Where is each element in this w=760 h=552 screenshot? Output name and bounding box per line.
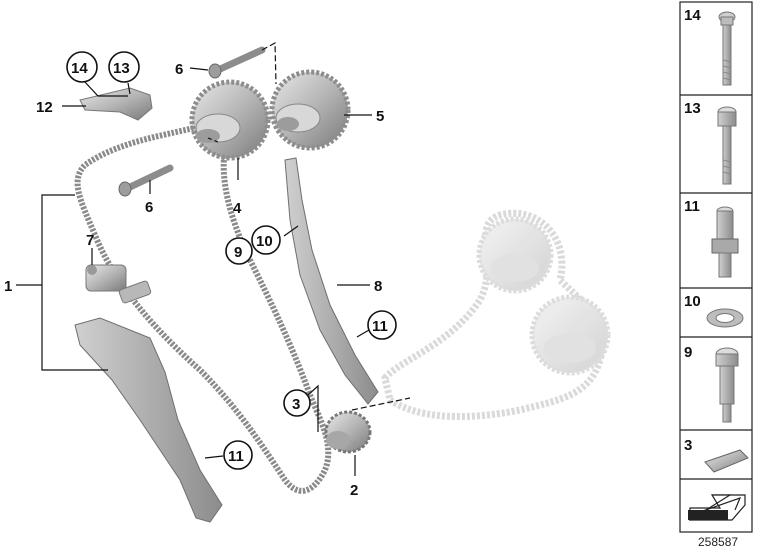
guide-pin-icon — [715, 347, 739, 423]
lower-faint-sprocket — [529, 294, 611, 376]
callout-6-lower: 6 — [145, 199, 153, 216]
callout-labels: 1 2 3 4 5 6 6 7 8 9 10 11 11 12 13 14 — [4, 51, 397, 499]
stud-nut-icon — [711, 206, 739, 278]
callout-3-circle — [283, 389, 311, 417]
diagram-id: 258587 — [698, 535, 738, 549]
callout-11-right-circle — [367, 310, 397, 340]
guide-rail — [284, 157, 379, 405]
legend-item-11: 11 — [684, 198, 739, 278]
bolt-lower — [118, 164, 174, 197]
exhaust-sprocket — [269, 69, 351, 151]
callout-11-lower: 11 — [228, 448, 244, 465]
leader-lines — [16, 42, 411, 476]
callout-2: 2 — [350, 482, 358, 499]
callout-14: 14 — [71, 60, 88, 77]
legend-item-14: 14 — [684, 7, 736, 86]
legend-item-9: 9 — [684, 344, 739, 423]
callout-4: 4 — [233, 200, 242, 217]
legend-item-10: 10 — [684, 293, 744, 328]
callout-12: 12 — [36, 99, 53, 116]
callout-11-lower-circle — [223, 440, 253, 470]
callout-13-circle — [108, 51, 140, 83]
callout-3: 3 — [292, 396, 300, 413]
timing-chain — [74, 121, 332, 494]
background-timing-assembly — [381, 209, 611, 421]
callout-9: 9 — [234, 244, 242, 261]
callout-7: 7 — [86, 232, 94, 249]
legend-label-3: 3 — [684, 437, 692, 454]
callout-9-circle — [225, 237, 253, 265]
tensioning-rail — [74, 317, 223, 523]
callout-8: 8 — [374, 278, 382, 295]
crankshaft-sprocket — [324, 410, 372, 454]
legend-label-13: 13 — [684, 100, 701, 117]
bolt-upper — [208, 46, 266, 79]
legend-label-9: 9 — [684, 344, 692, 361]
upper-faint-sprocket — [476, 216, 554, 294]
legend-label-14: 14 — [684, 7, 701, 24]
legend-item-13: 13 — [684, 100, 737, 185]
callout-10: 10 — [256, 233, 273, 250]
oil-spray-nozzle — [79, 87, 153, 121]
washer-icon — [706, 308, 744, 328]
legend-item-arrow — [688, 494, 746, 522]
shim-icon — [704, 449, 749, 473]
callout-6-upper: 6 — [175, 61, 183, 78]
arrow-icon — [688, 494, 746, 522]
callout-1: 1 — [4, 278, 12, 295]
callout-11-right: 11 — [372, 318, 388, 335]
callout-14-circle — [66, 51, 98, 83]
callout-13: 13 — [113, 60, 130, 77]
legend-label-10: 10 — [684, 293, 701, 310]
long-bolt-icon — [718, 11, 736, 86]
legend-item-3: 3 — [684, 437, 749, 473]
callout-10-circle — [251, 225, 281, 255]
socket-bolt-icon — [717, 106, 737, 185]
intake-sprocket — [189, 79, 271, 161]
parts-legend: 14 13 11 — [679, 1, 753, 549]
callout-5: 5 — [376, 108, 384, 125]
chain-tensioner — [85, 264, 152, 304]
legend-label-11: 11 — [684, 198, 700, 215]
